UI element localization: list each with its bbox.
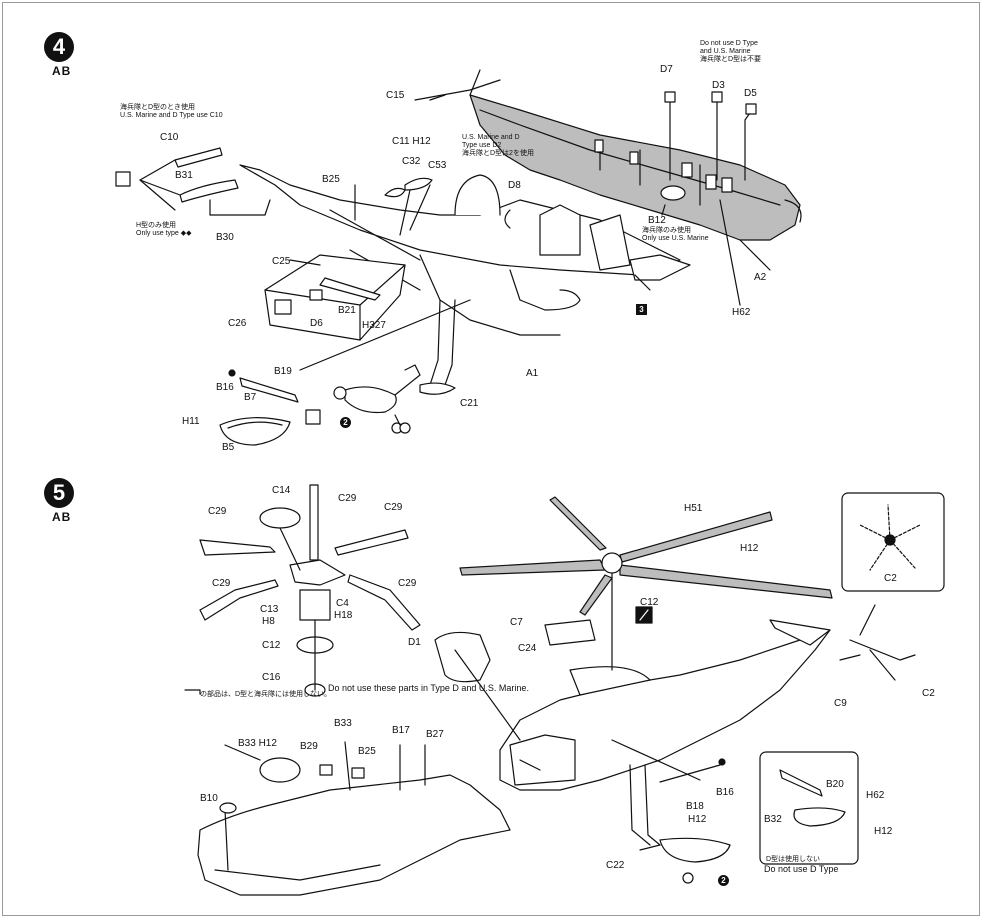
label-c29-b: C29: [208, 506, 227, 517]
note-no-d-marine: Do not use these parts in Type D and U.S…: [328, 683, 529, 693]
label-b19: B19: [274, 366, 292, 377]
label-c9: C9: [834, 698, 847, 709]
step-3-reference: 3: [636, 304, 647, 315]
label-h18: H18: [334, 610, 353, 621]
step-4-sub: AB: [52, 64, 72, 78]
label-b33: B33: [334, 718, 352, 729]
label-b7: B7: [244, 392, 257, 403]
label-b25-s5: B25: [358, 746, 376, 757]
assembly-2-reference-s4: 2: [340, 417, 351, 428]
label-b31: B31: [175, 170, 193, 181]
label-c12-a: C12: [262, 640, 281, 651]
label-b29: B29: [300, 741, 318, 752]
label-d3: D3: [712, 80, 725, 91]
note-c10-en: U.S. Marine and D Type use C10: [120, 112, 223, 119]
label-b16-s4: B16: [216, 382, 234, 393]
label-b25-s4: B25: [322, 174, 340, 185]
label-c11-h12: C11 H12: [392, 136, 431, 147]
label-b21: B21: [338, 305, 356, 316]
label-c53: C53: [428, 160, 447, 171]
label-b17: B17: [392, 725, 410, 736]
note-b12-en: Only use U.S. Marine: [642, 235, 709, 242]
assembly-2-reference-s5: 2: [718, 875, 729, 886]
label-h62-s5: H62: [866, 790, 885, 801]
label-c2-a: C2: [884, 573, 897, 584]
label-h11: H11: [182, 416, 200, 427]
label-h62-s4: H62: [732, 307, 751, 318]
label-c12-b: C12: [640, 597, 659, 608]
label-c15: C15: [386, 90, 405, 101]
label-h12-a: H12: [740, 543, 759, 554]
label-c21: C21: [460, 398, 479, 409]
note-d-top-en1: Do not use D Type: [700, 40, 758, 47]
label-d8: D8: [508, 180, 521, 191]
label-c29-d: C29: [212, 578, 231, 589]
label-b16-s5: B16: [716, 787, 734, 798]
label-b20: B20: [826, 779, 844, 790]
label-c16: C16: [262, 672, 281, 683]
label-h12-c: H12: [874, 826, 893, 837]
label-h51: H51: [684, 503, 703, 514]
label-b30: B30: [216, 232, 234, 243]
note-d2-en2: Type use D2: [462, 142, 502, 149]
step-5-sub: AB: [52, 510, 72, 524]
label-c14: C14: [272, 485, 291, 496]
label-d5: D5: [744, 88, 757, 99]
label-c7: C7: [510, 617, 523, 628]
label-c26: C26: [228, 318, 247, 329]
note-b12-jp: 海兵隊のみ使用: [642, 227, 691, 234]
label-c2-b: C2: [922, 688, 935, 699]
label-b10: B10: [200, 793, 218, 804]
note-c10-jp: 海兵隊とD型のとき使用: [120, 104, 196, 111]
label-d6: D6: [310, 318, 323, 329]
note-d2-jp: 海兵隊とD型は2を使用: [462, 150, 534, 157]
label-c25: C25: [272, 256, 291, 267]
label-h8: H8: [262, 616, 275, 627]
label-c22: C22: [606, 860, 625, 871]
step-5-badge: 5: [44, 478, 74, 508]
label-h327: H327: [362, 320, 386, 331]
note-no-d-jp: D型は使用しない: [766, 856, 821, 863]
note-no-d-en: Do not use D Type: [764, 864, 839, 874]
note-d2-en1: U.S. Marine and D: [462, 134, 520, 141]
label-c32: C32: [402, 156, 421, 167]
rear-fuselage-shape: [469, 94, 802, 241]
helicopter-body-shape: [499, 619, 831, 791]
note-d-top-en2: and U.S. Marine: [700, 48, 751, 55]
label-a1: A1: [526, 368, 539, 379]
step-4-badge: 4: [44, 32, 74, 62]
front-fuselage-shape: [239, 164, 691, 336]
label-d7: D7: [660, 64, 673, 75]
label-c4: C4: [336, 598, 349, 609]
label-c29-a: C29: [338, 493, 357, 504]
label-c10: C10: [160, 132, 179, 143]
label-c13: C13: [260, 604, 279, 615]
note-d-top-jp: 海兵隊とD型は不要: [700, 56, 762, 63]
label-b18: B18: [686, 801, 704, 812]
label-b33-h12: B33 H12: [238, 738, 277, 749]
label-c29-c: C29: [384, 502, 403, 513]
label-a2: A2: [754, 272, 767, 283]
note-no-d-marine-jp: の部品は、D型と海兵隊には使用しない。: [200, 691, 332, 698]
label-c24: C24: [518, 643, 537, 654]
label-d1: D1: [408, 637, 421, 648]
label-b32: B32: [764, 814, 782, 825]
label-b5: B5: [222, 442, 235, 453]
note-only-a-en: Only use type ◆◆: [136, 230, 192, 237]
label-c29-e: C29: [398, 578, 417, 589]
label-b27: B27: [426, 729, 444, 740]
label-b12: B12: [648, 215, 666, 226]
note-only-a-jp: H型のみ使用: [136, 222, 177, 229]
label-h12-b: H12: [688, 814, 707, 825]
